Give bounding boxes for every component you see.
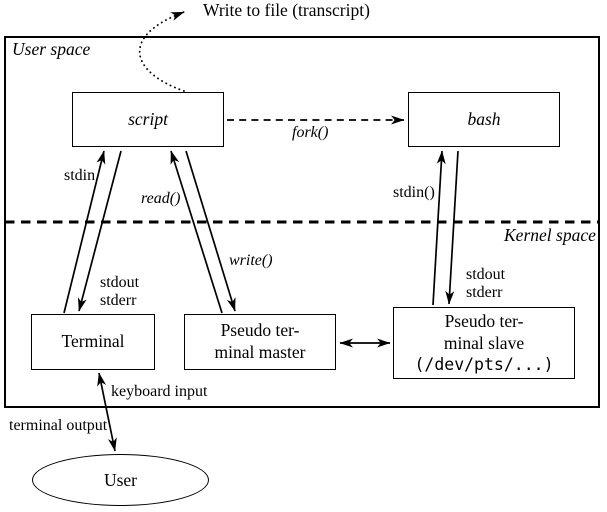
node-user-label: User: [103, 469, 138, 490]
stderr-left-line: stderr: [100, 291, 137, 309]
node-pty-master: Pseudo ter- minal master: [184, 314, 336, 370]
node-terminal-label: Terminal: [61, 331, 125, 352]
stdout-stderr-left-label: stdout stderr: [100, 274, 139, 310]
node-bash-label: bash: [467, 108, 501, 129]
stderr-right-line: stderr: [466, 283, 503, 301]
pty-slave-line1: Pseudo ter-: [444, 310, 524, 331]
stdout-right-line: stdout: [466, 266, 506, 283]
user-space-label: User space: [12, 39, 91, 59]
pty-slave-device-path: (/dev/pts/...): [414, 354, 554, 374]
kernel-space-label: Kernel space: [504, 225, 596, 245]
terminal-output-label: terminal output: [9, 417, 108, 434]
write-label: write(): [229, 252, 273, 269]
node-pty-slave: Pseudo ter- minal slave (/dev/pts/...): [393, 307, 575, 379]
node-user: User: [32, 454, 209, 506]
keyboard-input-label: keyboard input: [111, 383, 208, 400]
stdin-label: stdin: [64, 167, 96, 184]
node-bash: bash: [408, 92, 560, 147]
write-to-file-label: Write to file (transcript): [203, 0, 370, 20]
node-terminal: Terminal: [31, 314, 155, 370]
node-script-label: script: [128, 108, 168, 129]
pty-slave-line2: minal slave: [443, 332, 525, 353]
stdout-stderr-right-label: stdout stderr: [466, 266, 505, 302]
stdin-bash-label: stdin(): [393, 184, 435, 201]
node-script: script: [72, 92, 224, 147]
stdout-left-line: stdout: [100, 274, 140, 291]
read-label: read(): [141, 190, 181, 207]
fork-label: fork(): [292, 124, 329, 141]
pty-master-line1: Pseudo ter-: [220, 320, 300, 341]
pty-master-line2: minal master: [214, 342, 306, 362]
